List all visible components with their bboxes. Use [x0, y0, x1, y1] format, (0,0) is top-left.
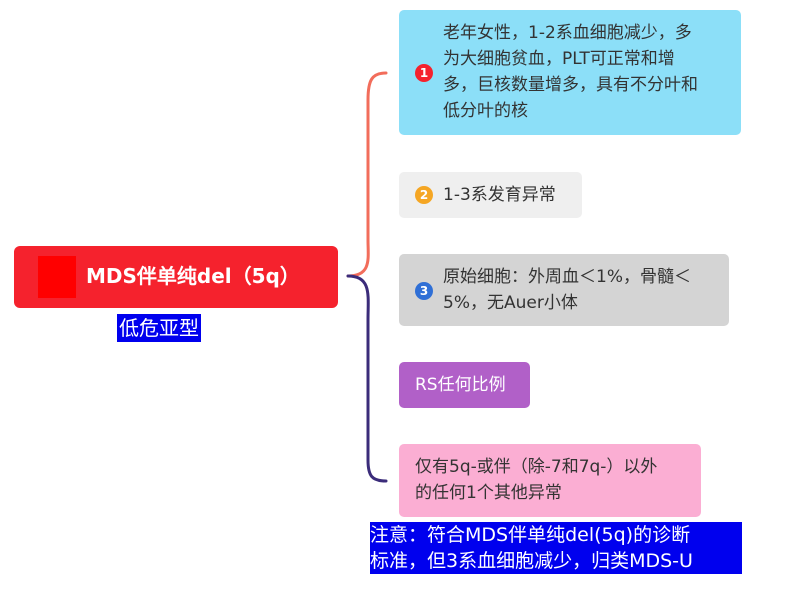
number-badge-3: 3 — [415, 282, 433, 300]
branch-1-line: 为大细胞贫血，PLT可正常和增 — [443, 49, 675, 69]
branch-5-line: 仅有5q-或伴（除-7和7q-）以外 — [415, 457, 658, 477]
root-subtitle: 低危亚型 — [117, 314, 201, 342]
branch-node-2: 2 1-3系发育异常 — [399, 172, 582, 218]
note-line: 注意：符合MDS伴单纯del(5q)的诊断 — [370, 524, 691, 546]
lower-bracket — [346, 274, 388, 483]
note-line: 标准，但3系血细胞减少，归类MDS-U — [370, 550, 693, 572]
branch-2-text: 1-3系发育异常 — [443, 185, 556, 205]
branch-5-text: 仅有5q-或伴（除-7和7q-）以外 的任何1个其他异常 — [415, 454, 657, 506]
branch-3-line: 5%，无Auer小体 — [443, 293, 578, 313]
branch-3-line: 原始细胞：外周血＜1%，骨髓＜ — [443, 267, 691, 287]
note-annotation: 注意：符合MDS伴单纯del(5q)的诊断 标准，但3系血细胞减少，归类MDS-… — [370, 522, 742, 574]
branch-1-text: 老年女性，1-2系血细胞减少，多 为大细胞贫血，PLT可正常和增 多，巨核数量增… — [443, 20, 698, 124]
root-title: MDS伴单纯del（5q） — [86, 264, 300, 288]
branch-5-line: 的任何1个其他异常 — [415, 483, 562, 503]
branch-node-5: 仅有5q-或伴（除-7和7q-）以外 的任何1个其他异常 — [399, 444, 701, 517]
branch-node-3: 3 原始细胞：外周血＜1%，骨髓＜ 5%，无Auer小体 — [399, 254, 729, 326]
branch-1-line: 低分叶的核 — [443, 101, 528, 121]
upper-bracket — [346, 71, 388, 278]
branch-node-1: 1 老年女性，1-2系血细胞减少，多 为大细胞贫血，PLT可正常和增 多，巨核数… — [399, 10, 741, 135]
number-badge-2: 2 — [415, 186, 433, 204]
branch-1-line: 多，巨核数量增多，具有不分叶和 — [443, 75, 698, 95]
branch-3-text: 原始细胞：外周血＜1%，骨髓＜ 5%，无Auer小体 — [443, 264, 691, 316]
branch-node-4: RS任何比例 — [399, 362, 530, 408]
branch-1-line: 老年女性，1-2系血细胞减少，多 — [443, 23, 692, 43]
root-redaction-mark — [38, 256, 76, 298]
number-badge-1: 1 — [415, 64, 433, 82]
branch-4-text: RS任何比例 — [415, 375, 506, 395]
